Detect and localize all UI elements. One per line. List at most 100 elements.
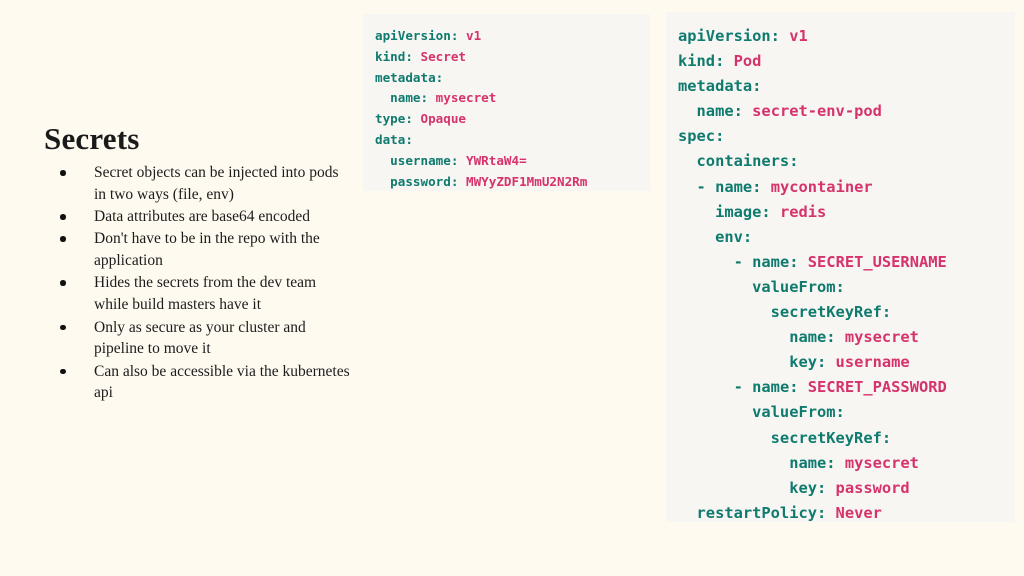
code-line: env: <box>678 225 1003 250</box>
yaml-token-val: SECRET_USERNAME <box>807 252 947 271</box>
yaml-token-dash: - <box>678 177 716 196</box>
yaml-token-key: env <box>678 227 743 246</box>
yaml-token-punct: : <box>420 90 436 106</box>
yaml-token-key: name <box>678 102 734 121</box>
yaml-token-val: secret-env-pod <box>752 102 882 121</box>
bullet-dot-icon <box>60 280 66 286</box>
code-line: name: mysecret <box>375 88 636 109</box>
yaml-token-key: apiVersion <box>375 28 451 43</box>
list-item-label: Hides the secrets from the dev team whil… <box>94 274 317 314</box>
yaml-token-val: redis <box>779 202 827 221</box>
yaml-token-punct: : <box>835 403 845 422</box>
list-item-label: Only as secure as your cluster and pipel… <box>94 318 306 358</box>
yaml-token-val: YWRtaW4= <box>466 152 527 168</box>
yaml-token-val: mysecret <box>844 328 919 347</box>
list-item: Can also be accessible via the kubernete… <box>52 361 352 405</box>
yaml-token-key: name <box>678 453 827 472</box>
yaml-token-val: SECRET_PASSWORD <box>807 378 947 397</box>
yaml-token-key: spec <box>678 127 716 146</box>
yaml-token-val: v1 <box>789 27 808 45</box>
yaml-token-key: name <box>375 90 421 106</box>
code-line: - name: SECRET_USERNAME <box>678 250 1003 275</box>
code-block-pod-yaml: apiVersion: v1 kind: Pod metadata: name:… <box>666 12 1015 522</box>
yaml-token-val: password <box>835 478 910 497</box>
yaml-token-val: Opaque <box>420 111 467 127</box>
yaml-token-key: metadata <box>678 77 753 96</box>
list-item: Hides the secrets from the dev team whil… <box>52 272 352 316</box>
yaml-token-punct: : <box>450 152 466 168</box>
bullet-dot-icon <box>60 236 66 242</box>
yaml-token-dash: - <box>678 252 753 271</box>
yaml-token-punct: : <box>817 503 836 522</box>
code-line: restartPolicy: Never <box>678 501 1003 526</box>
yaml-token-key: restartPolicy <box>678 503 817 522</box>
list-item: Secret objects can be injected into pods… <box>52 162 352 206</box>
yaml-token-punct: : <box>761 202 780 221</box>
yaml-token-val: v1 <box>466 28 482 43</box>
code-line: password: MWYyZDF1MmU2N2Rm <box>375 172 636 193</box>
yaml-token-key: image <box>678 202 762 221</box>
yaml-token-key: data <box>375 131 406 147</box>
code-line: username: YWRtaW4= <box>375 151 636 172</box>
yaml-token-punct: : <box>881 428 892 447</box>
bullet-dot-icon <box>60 324 66 331</box>
list-item-label: Secret objects can be injected into pods… <box>94 164 339 203</box>
yaml-token-val: Pod <box>733 52 762 71</box>
yaml-token-key: metadata <box>375 69 436 85</box>
bullet-dot-icon <box>60 368 66 375</box>
yaml-token-punct: : <box>789 252 808 271</box>
yaml-token-key: name <box>715 177 753 196</box>
yaml-token-punct: : <box>835 277 845 296</box>
yaml-token-punct: : <box>435 69 444 85</box>
code-line: secretKeyRef: <box>678 300 1003 325</box>
yaml-token-punct: : <box>733 102 753 121</box>
yaml-token-key: valueFrom <box>678 403 836 422</box>
list-item-label: Can also be accessible via the kubernete… <box>94 362 350 402</box>
yaml-token-punct: : <box>770 27 790 45</box>
code-line: metadata: <box>375 68 636 89</box>
yaml-token-key: password <box>375 173 451 189</box>
yaml-token-key: kind <box>678 52 716 71</box>
yaml-token-punct: : <box>742 227 753 246</box>
code-line: valueFrom: <box>678 400 1003 425</box>
yaml-token-punct: : <box>450 28 466 43</box>
yaml-token-key: username <box>375 152 451 168</box>
yaml-token-key: name <box>752 378 790 397</box>
code-line: image: redis <box>678 200 1003 225</box>
bullet-list: Secret objects can be injected into pods… <box>52 162 352 405</box>
slide-left-column: Secrets Secret objects can be injected i… <box>0 0 360 576</box>
code-line: kind: Pod <box>678 49 1003 74</box>
yaml-token-key: key <box>678 353 817 372</box>
bullet-dot-icon <box>60 214 66 220</box>
yaml-token-key: key <box>678 478 817 497</box>
yaml-token-key: secretKeyRef <box>678 303 882 322</box>
list-item: Don't have to be in the repo with the ap… <box>52 228 352 272</box>
yaml-token-val: mysecret <box>435 90 497 106</box>
yaml-token-punct: : <box>881 303 892 322</box>
yaml-token-val: Secret <box>420 48 467 64</box>
yaml-token-punct: : <box>405 48 421 64</box>
page-title: Secrets <box>44 120 140 156</box>
code-block-secret-yaml: apiVersion: v1 kind: Secret metadata: na… <box>363 14 650 191</box>
yaml-token-punct: : <box>450 173 466 189</box>
bullet-dot-icon <box>60 170 66 176</box>
yaml-token-key: name <box>752 252 790 271</box>
yaml-token-punct: : <box>715 52 734 71</box>
code-line: name: mysecret <box>678 451 1003 476</box>
yaml-token-val: mysecret <box>844 453 919 472</box>
list-item-label: Don't have to be in the repo with the ap… <box>94 230 320 270</box>
code-line: name: mysecret <box>678 325 1003 350</box>
yaml-token-val: MWYyZDF1MmU2N2Rm <box>466 173 588 189</box>
code-line: metadata: <box>678 74 1003 99</box>
yaml-token-key: valueFrom <box>678 277 836 296</box>
code-line: containers: <box>678 149 1003 174</box>
code-line: kind: Secret <box>375 47 636 68</box>
code-line: key: username <box>678 350 1003 375</box>
code-line: key: password <box>678 476 1003 501</box>
yaml-token-key: type <box>375 111 406 127</box>
yaml-token-punct: : <box>752 177 771 196</box>
yaml-token-dash: - <box>678 378 753 397</box>
yaml-token-key: kind <box>375 48 406 64</box>
yaml-token-key: name <box>678 328 827 347</box>
